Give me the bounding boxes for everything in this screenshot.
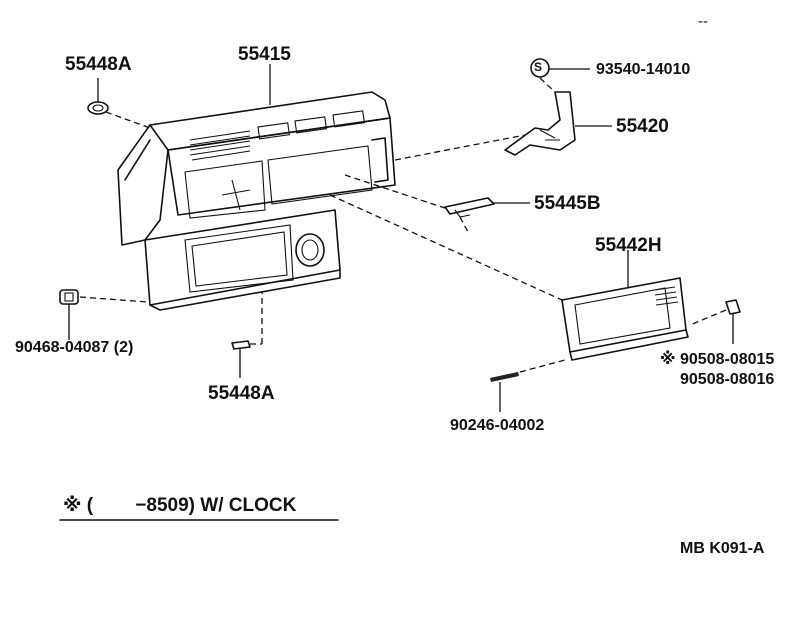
clip-55448a-bottom: [231, 340, 251, 350]
symbol-s: S: [534, 60, 543, 74]
part-number-93540: 93540-14010: [596, 61, 691, 78]
clock-note: ※ ( −8509) W/ CLOCK: [63, 495, 297, 516]
part-number-90468: 90468-04087 (2): [15, 339, 134, 356]
part-number-55448a-top: 55448A: [65, 54, 132, 75]
part-number-55445b: 55445B: [534, 193, 601, 214]
part-number-55415: 55415: [238, 44, 291, 65]
pin-90508: [725, 299, 741, 315]
clip-55445b: [444, 197, 495, 218]
part-number-90508-08015: ※ 90508-08015: [660, 351, 775, 368]
pin-90246: [490, 372, 519, 382]
diagram-code: MB K091-A: [680, 540, 765, 557]
corner-mark: --: [698, 13, 708, 30]
clip-55448a-top: [87, 101, 109, 115]
part-number-55442h: 55442H: [595, 235, 662, 256]
lid-55442h: [561, 277, 689, 361]
part-number-55448a-bottom: 55448A: [208, 383, 275, 404]
clip-90468: [59, 289, 79, 305]
part-number-90246: 90246-04002: [450, 417, 545, 434]
part-number-90508-08016: 90508-08016: [680, 371, 775, 388]
part-number-55420: 55420: [616, 116, 669, 137]
cluster-finish-panel: [117, 91, 396, 311]
bracket-55420: [504, 58, 576, 156]
